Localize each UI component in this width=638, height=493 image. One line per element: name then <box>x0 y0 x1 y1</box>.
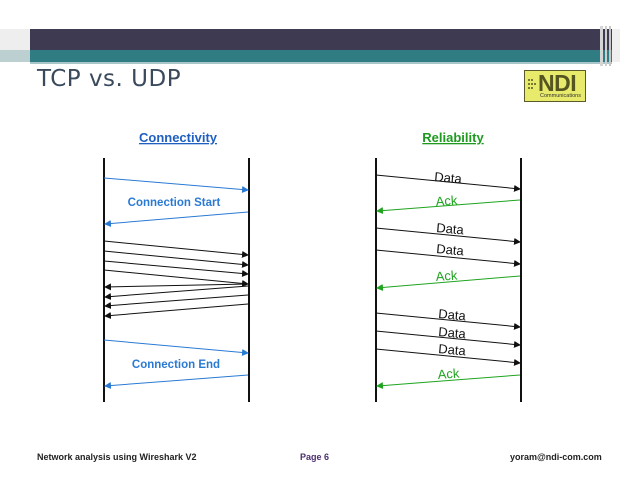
connectivity-heading: Connectivity <box>139 130 218 145</box>
message-label: Ack <box>435 192 458 209</box>
ndi-logo: NDI Communications <box>524 70 586 102</box>
connection-start-label: Connection Start <box>128 197 221 209</box>
reliability-heading: Reliability <box>422 130 484 145</box>
footer-page-number: Page 6 <box>300 452 330 462</box>
reliability-labels: Data Ack Data Data Ack Data Data Data Ac… <box>434 169 467 382</box>
header-bar <box>0 26 620 66</box>
message-label: Ack <box>435 267 458 284</box>
connection-end-arrows <box>103 339 249 390</box>
message-label: Data <box>436 241 465 258</box>
slide-title: TCP vs. UDP <box>37 66 182 92</box>
message-label: Data <box>434 169 463 186</box>
logo-text: NDI <box>538 70 577 96</box>
footer-course-title: Network analysis using Wireshark V2 <box>37 452 197 462</box>
connection-start-arrows <box>103 177 249 227</box>
connection-end-label: Connection End <box>132 359 220 371</box>
logo-dots-icon <box>528 79 536 89</box>
logo-subtitle: Communications <box>540 93 581 99</box>
message-label: Data <box>438 324 467 341</box>
footer-email: yoram@ndi-com.com <box>510 452 602 462</box>
data-transfer-arrows <box>103 240 249 319</box>
reliability-arrows <box>375 174 521 390</box>
message-label: Data <box>438 341 467 358</box>
message-label: Ack <box>437 365 460 382</box>
message-label: Data <box>436 220 465 237</box>
message-label: Data <box>438 306 467 323</box>
logo-background <box>524 70 586 102</box>
